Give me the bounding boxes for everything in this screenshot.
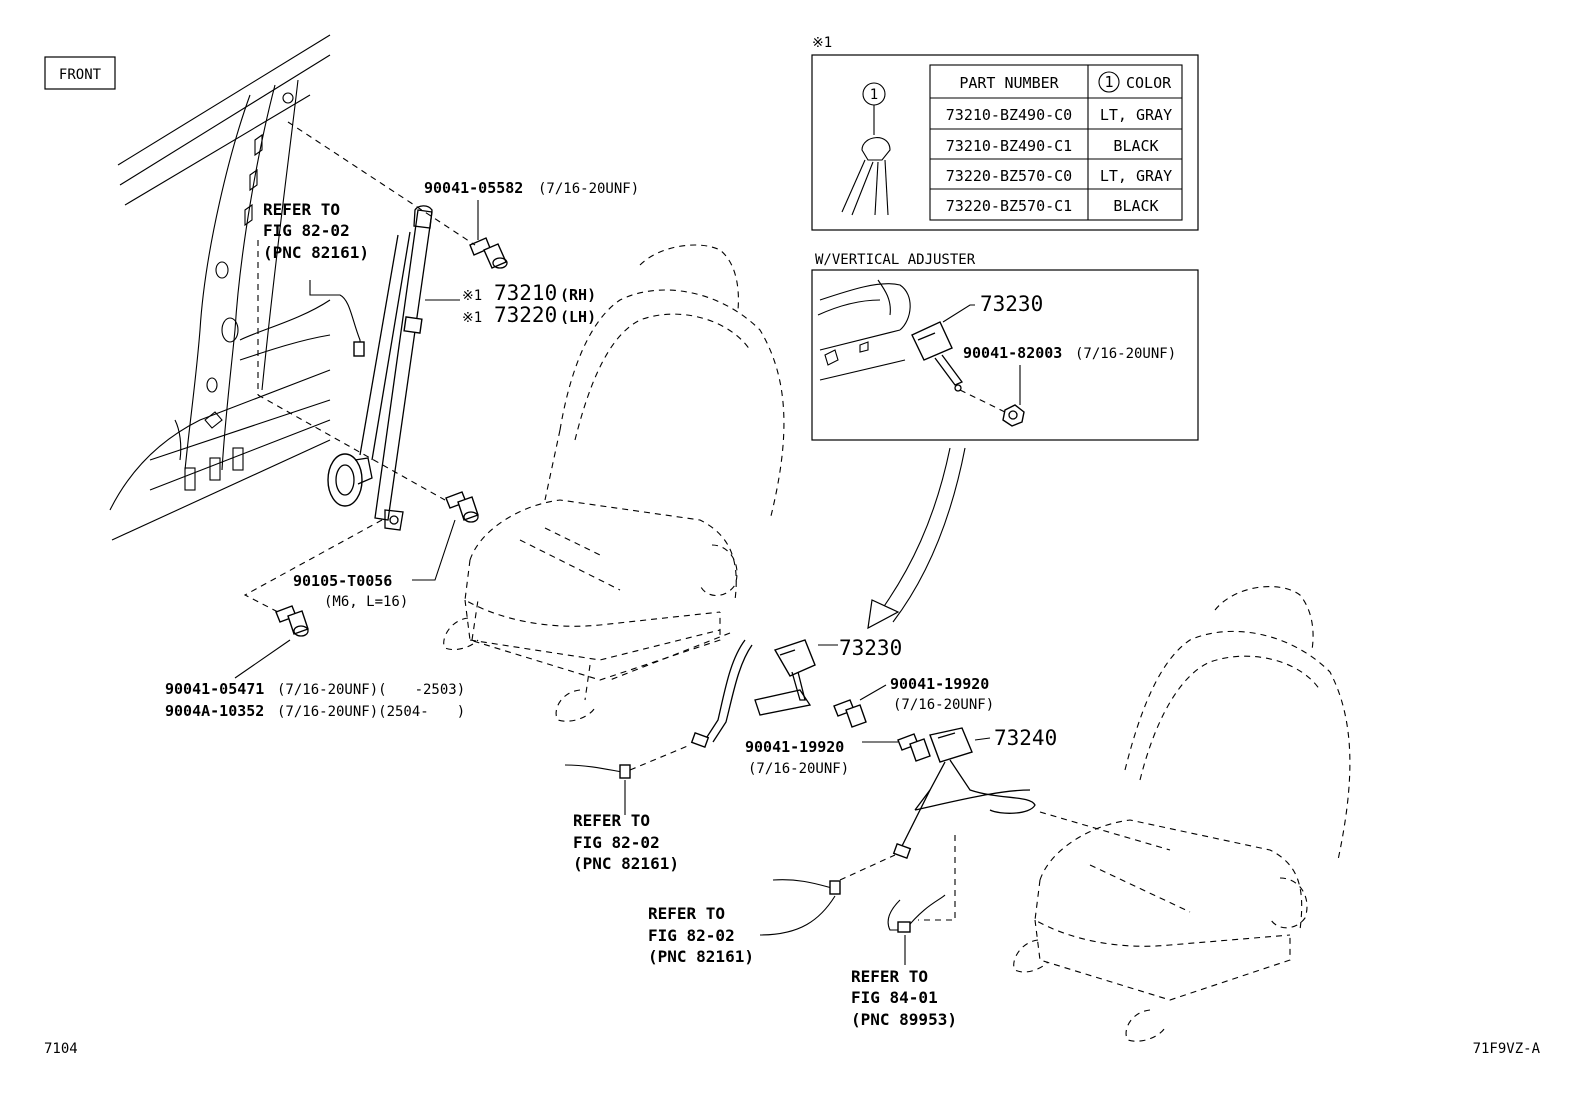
b-pillar-body [109, 34, 331, 541]
ref2-line3: (PNC 82161) [573, 854, 679, 873]
front-label: FRONT [59, 67, 102, 83]
bolt-top-icon[interactable] [469, 237, 508, 269]
bolt-low2-spec: (7/16-20UNF)(2504- ) [277, 704, 465, 720]
ref2-line2: FIG 82-02 [573, 833, 660, 852]
svg-text:1: 1 [1104, 73, 1113, 91]
vertical-adjuster-buckle[interactable] [911, 321, 964, 392]
table-row: LT, GRAY [1100, 106, 1172, 124]
table-row: BLACK [1113, 137, 1158, 155]
buckle-lh-bolt-pn[interactable]: 90041-19920 [745, 738, 844, 756]
buckle-rh-bolt-pn[interactable]: 90041-19920 [890, 675, 989, 693]
buckle-lh[interactable] [892, 727, 1036, 859]
svg-text:1: 1 [870, 87, 878, 103]
table-row: 73210-BZ490-C0 [946, 106, 1072, 124]
table-row: 73220-BZ570-C0 [946, 167, 1072, 185]
belt-rh-side: (RH) [560, 286, 596, 304]
ref2-line1: REFER TO [573, 811, 650, 830]
buckle-rh[interactable] [690, 639, 816, 748]
bolt-low2-pn[interactable]: 9004A-10352 [165, 702, 264, 720]
bolt-low1-pn[interactable]: 90041-05471 [165, 680, 264, 698]
bolt-top-pn[interactable]: 90041-05582 [424, 179, 523, 197]
arrow-head-icon [867, 599, 900, 630]
vertical-adjuster-illustration [817, 279, 911, 381]
table-row: LT, GRAY [1100, 167, 1172, 185]
bolt-low-icon[interactable] [275, 605, 309, 637]
ref4-line3: (PNC 89953) [851, 1010, 957, 1029]
vertical-adjuster-part[interactable]: 73230 [980, 292, 1043, 316]
vertical-adjuster-bolt-pn[interactable]: 90041-82003 [963, 344, 1062, 362]
note-marker: ※1 [812, 35, 832, 51]
bolt-mid-icon[interactable] [445, 491, 479, 523]
bolt-buckle-lh-icon[interactable] [897, 733, 931, 762]
seat-belt-assembly[interactable] [327, 205, 433, 531]
figure-code: 71F9VZ-A [1473, 1041, 1541, 1057]
belt-lh-mark: ※1 [462, 310, 482, 326]
front-seat-rh [443, 244, 785, 722]
vertical-adjuster-bolt-spec: (7/16-20UNF) [1075, 346, 1176, 362]
ref3-line1: REFER TO [648, 904, 725, 923]
bolt-top-spec: (7/16-20UNF) [538, 181, 639, 197]
buckle-lh-bolt-spec: (7/16-20UNF) [748, 761, 849, 777]
harness-connector [353, 341, 365, 357]
buckle-rh-bolt-spec: (7/16-20UNF) [893, 697, 994, 713]
table-row: 73210-BZ490-C1 [946, 137, 1072, 155]
pretensioner-harness [309, 280, 361, 350]
table-header-part: PART NUMBER [959, 74, 1059, 92]
page-number: 7104 [44, 1041, 78, 1057]
belt-rh-part[interactable]: 73210 [494, 281, 557, 305]
table-row: BLACK [1113, 197, 1158, 215]
arrow-icon [879, 447, 951, 613]
ref3-line3: (PNC 82161) [648, 947, 754, 966]
buckle-rh-part[interactable]: 73230 [839, 636, 902, 660]
belt-rh-mark: ※1 [462, 288, 482, 304]
bolt-mid-pn[interactable]: 90105-T0056 [293, 572, 392, 590]
ref1-line1: REFER TO [263, 200, 340, 219]
bolt-mid-spec: (M6, L=16) [324, 594, 408, 610]
belt-lh-part[interactable]: 73220 [494, 303, 557, 327]
table-row: 73220-BZ570-C1 [946, 197, 1072, 215]
arrow-icon [892, 447, 966, 623]
bolt-low1-spec: (7/16-20UNF)( -2503) [277, 682, 465, 698]
bolt-buckle-rh-icon[interactable] [833, 699, 867, 728]
ref4-line2: FIG 84-01 [851, 988, 938, 1007]
ref3-line2: FIG 82-02 [648, 926, 735, 945]
vertical-adjuster-nut-icon[interactable] [1002, 404, 1025, 427]
belt-lh-side: (LH) [560, 308, 596, 326]
buckle-lh-part[interactable]: 73240 [994, 726, 1057, 750]
front-label-box [44, 56, 116, 90]
ref1-line2: FIG 82-02 [263, 221, 350, 240]
front-seat-lh [1013, 586, 1351, 1042]
ref4-line1: REFER TO [851, 967, 928, 986]
color-table: PART NUMBER 1 COLOR 73210-BZ490-C0 LT, G… [929, 64, 1183, 221]
callout-circle-icon [1098, 71, 1120, 93]
belt-webbing-illustration: 1 [841, 82, 891, 216]
vertical-adjuster-title: W/VERTICAL ADJUSTER [815, 252, 976, 268]
ref1-line3: (PNC 82161) [263, 243, 369, 262]
table-header-color: COLOR [1126, 74, 1172, 92]
